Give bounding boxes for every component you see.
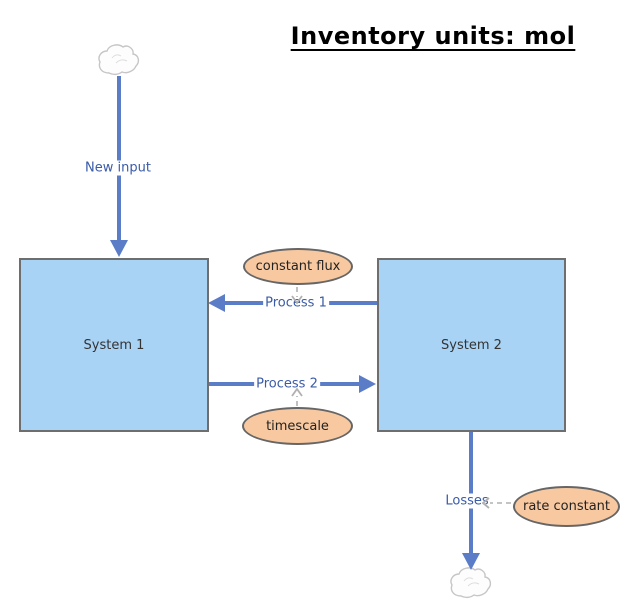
system-1-box: System 1 <box>19 258 209 432</box>
system-1-label: System 1 <box>83 337 145 353</box>
parameter-constant-flux-label: constant flux <box>255 259 341 274</box>
new-input-flow-label: New input <box>83 160 153 176</box>
system-2-label: System 2 <box>441 337 502 353</box>
parameter-timescale-label: timescale <box>266 418 329 434</box>
parameter-rate-constant-label: rate constant <box>522 499 611 514</box>
diagram-title: Inventory units: mol <box>290 22 576 50</box>
timescale-connector-arrow <box>291 387 303 406</box>
parameter-rate-constant-ellipse: rate constant <box>513 486 620 527</box>
source-cloud-icon <box>98 44 140 76</box>
sink-cloud-icon <box>450 567 492 599</box>
losses-flow-label: Losses <box>443 493 491 509</box>
parameter-timescale-ellipse: timescale <box>242 407 353 445</box>
parameter-constant-flux-ellipse: constant flux <box>243 248 353 285</box>
system-2-box: System 2 <box>377 258 566 432</box>
process-1-flow-label: Process 1 <box>263 295 329 311</box>
process-2-flow-label: Process 2 <box>254 376 320 392</box>
